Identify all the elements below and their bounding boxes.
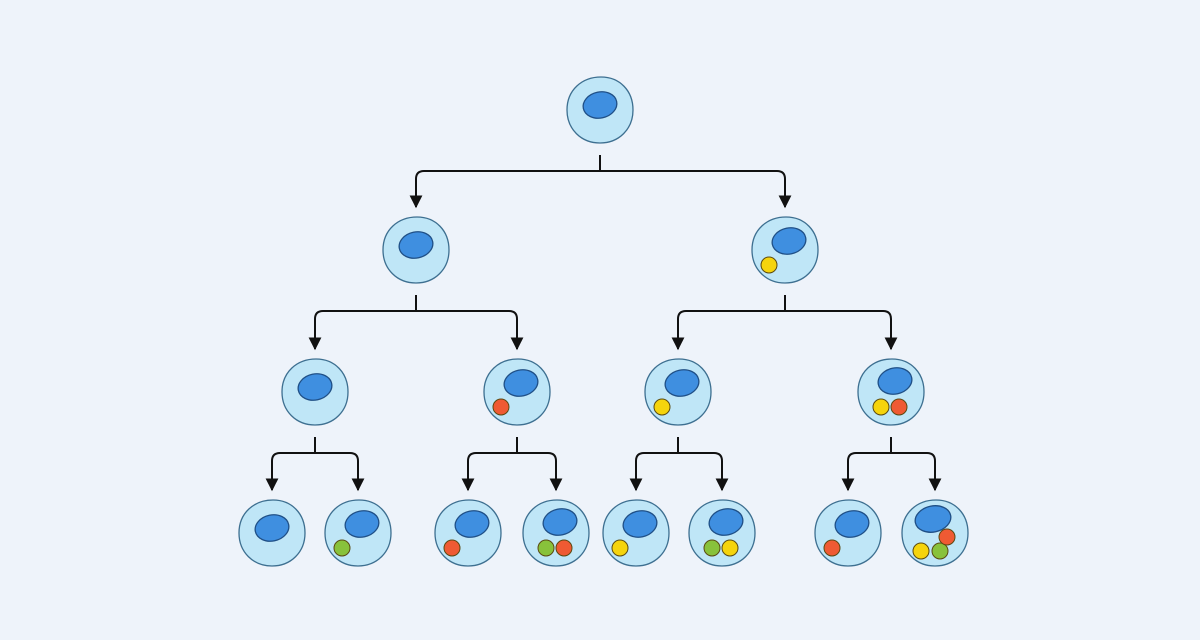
marker-red	[555, 539, 573, 557]
marker-yellow	[611, 539, 629, 557]
arrow-left	[308, 310, 416, 351]
arrow-right	[517, 452, 563, 492]
cell	[901, 499, 969, 567]
arrow-left	[265, 452, 315, 492]
marker-red	[823, 539, 841, 557]
nucleus	[254, 514, 290, 542]
marker-green	[537, 539, 555, 557]
cell	[751, 216, 819, 284]
nucleus	[914, 505, 952, 533]
division-connector	[265, 437, 365, 492]
connector-layer	[265, 155, 942, 492]
nucleus	[344, 510, 380, 538]
marker-yellow	[872, 398, 890, 416]
division-connector	[308, 295, 524, 351]
arrow-left	[409, 170, 600, 209]
nucleus	[454, 510, 490, 538]
marker-yellow	[653, 398, 671, 416]
cell	[434, 499, 502, 567]
cell	[324, 499, 392, 567]
division-connector	[671, 295, 898, 351]
cell	[688, 499, 756, 567]
division-connector	[629, 437, 729, 492]
arrow-right	[785, 310, 898, 351]
arrow-right	[315, 452, 365, 492]
nucleus	[664, 369, 700, 397]
arrow-left	[841, 452, 891, 492]
arrow-right	[600, 170, 792, 209]
division-connector	[841, 437, 942, 492]
nucleus	[708, 508, 744, 536]
marker-red	[443, 539, 461, 557]
nucleus	[297, 373, 333, 401]
cell	[483, 358, 551, 426]
nucleus	[622, 510, 658, 538]
marker-green	[333, 539, 351, 557]
marker-green	[703, 539, 721, 557]
nucleus	[834, 510, 870, 538]
cell	[602, 499, 670, 567]
arrow-left	[461, 452, 517, 492]
nucleus	[503, 369, 539, 397]
division-connector	[409, 155, 792, 209]
nucleus	[398, 231, 434, 259]
cell	[281, 358, 349, 426]
arrow-left	[671, 310, 785, 351]
marker-red	[890, 398, 908, 416]
arrow-right	[416, 310, 524, 351]
cell	[644, 358, 712, 426]
nucleus	[542, 508, 578, 536]
marker-yellow	[721, 539, 739, 557]
cell	[522, 499, 590, 567]
marker-red	[938, 528, 956, 546]
marker-yellow	[760, 256, 778, 274]
cell-layer	[238, 76, 969, 567]
marker-green	[931, 542, 949, 560]
division-connector	[461, 437, 563, 492]
arrow-left	[629, 452, 678, 492]
cell	[382, 216, 450, 284]
marker-red	[492, 398, 510, 416]
cell	[814, 499, 882, 567]
cell	[857, 358, 925, 426]
cell	[566, 76, 634, 144]
arrow-right	[891, 452, 942, 492]
arrow-right	[678, 452, 729, 492]
nucleus	[582, 91, 618, 119]
nucleus	[771, 227, 807, 255]
cell	[238, 499, 306, 567]
marker-yellow	[912, 542, 930, 560]
nucleus	[877, 367, 913, 395]
